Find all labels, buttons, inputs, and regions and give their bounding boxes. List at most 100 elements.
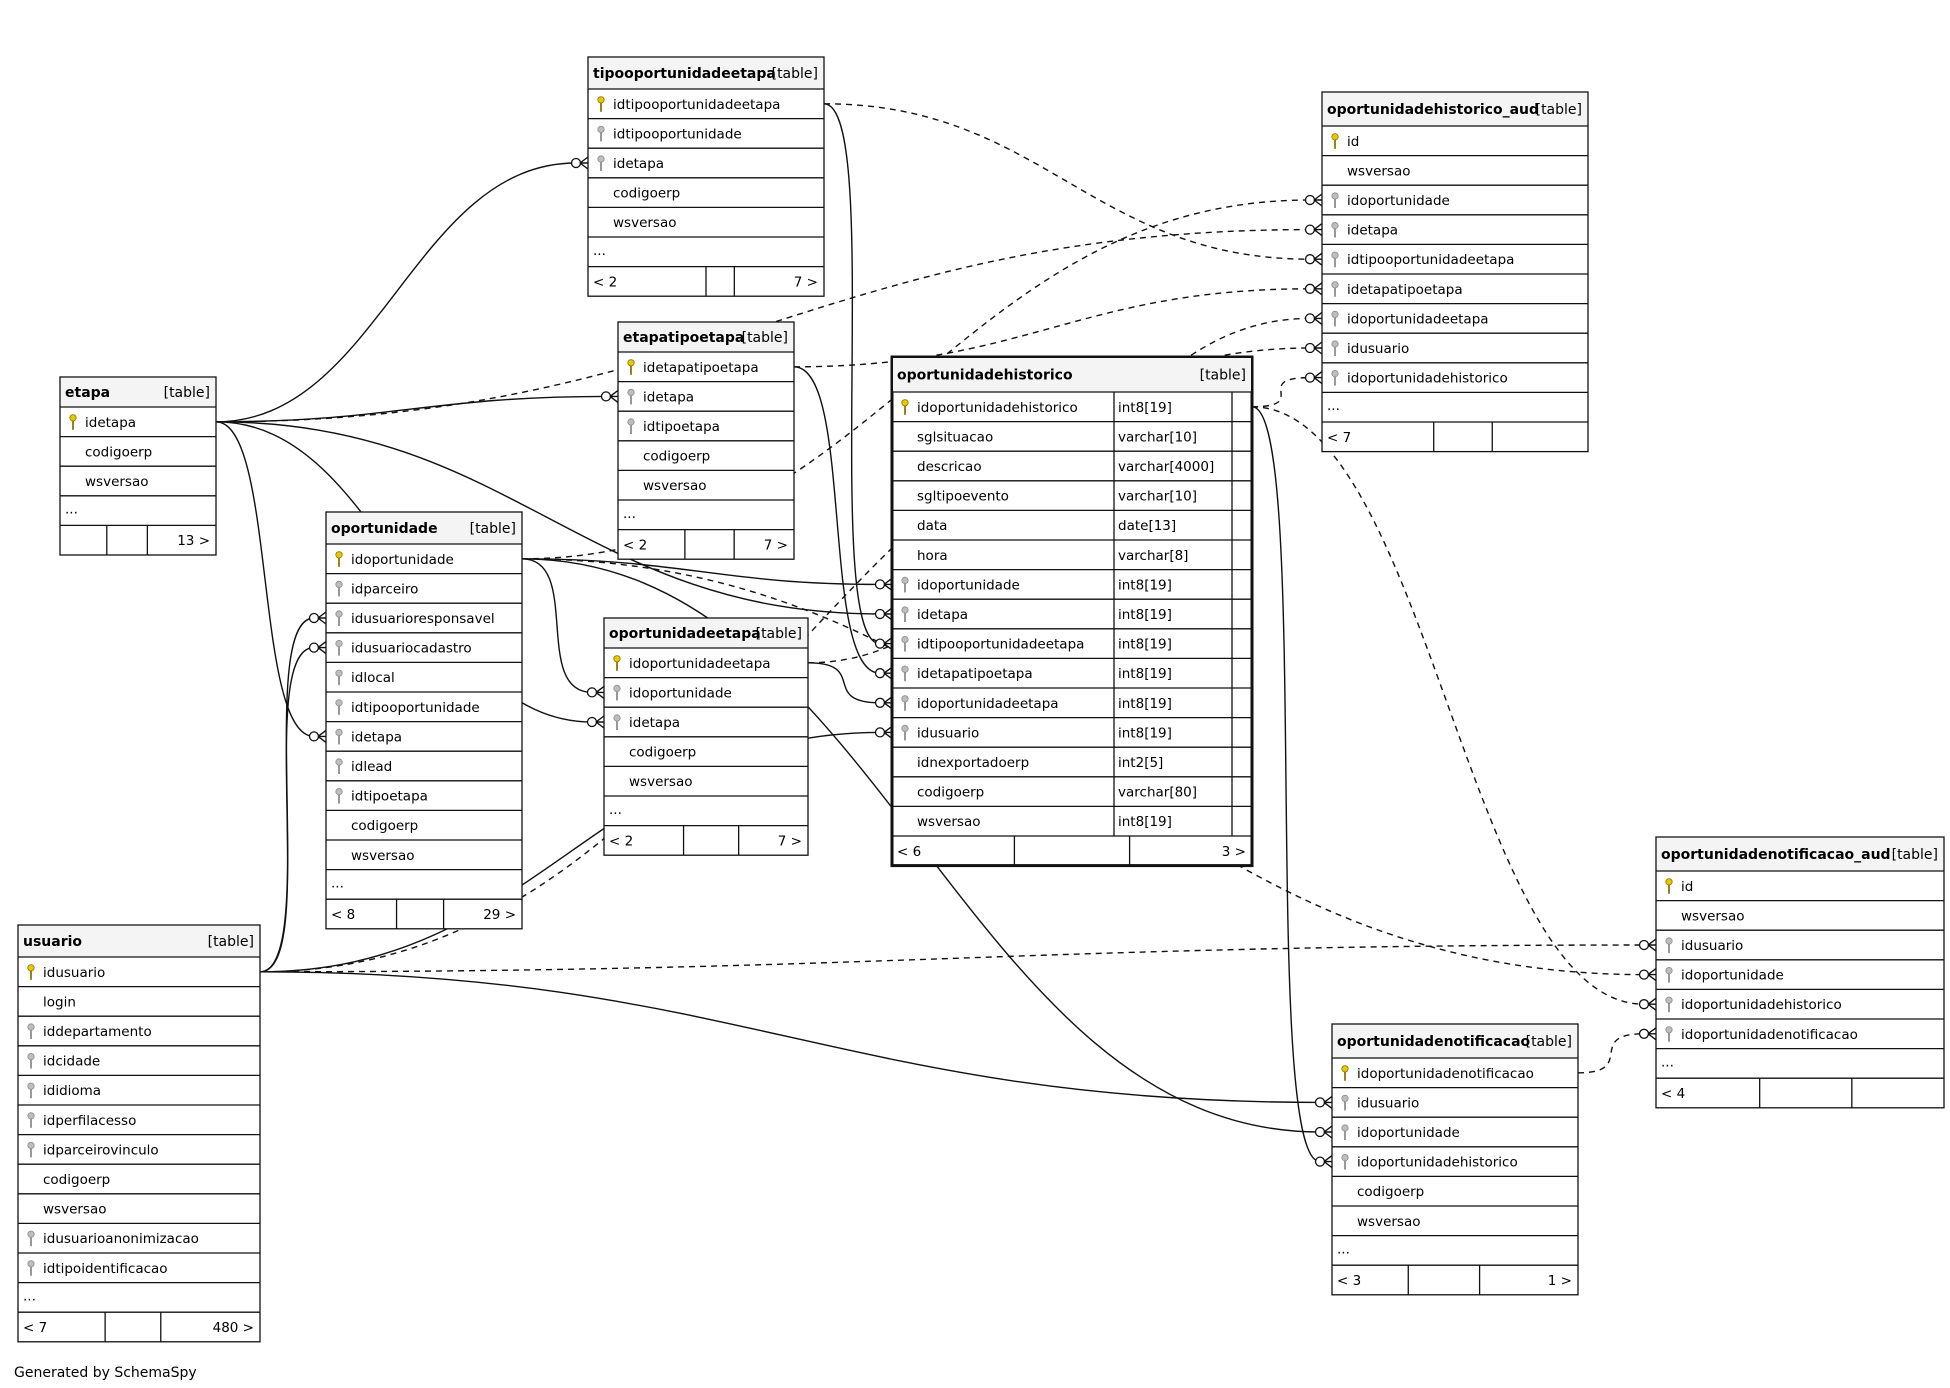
column-row[interactable]: login [18, 985, 260, 1011]
column-row[interactable]: idoportunidadeetapa [613, 655, 771, 672]
column-row[interactable]: idcidade [18, 1045, 260, 1070]
table-oportunidadehistorico[interactable]: oportunidadehistorico[table]idoportunida… [890, 355, 1254, 868]
table-oportunidadenotificacao_aud[interactable]: oportunidadenotificacao_aud[table]idwsve… [1655, 836, 1945, 1109]
column-row[interactable]: idtipooportunidadeetapa [597, 96, 781, 113]
optional-marker [1314, 1156, 1326, 1167]
column-row[interactable]: idoportunidade [604, 676, 808, 702]
column-row[interactable]: idoportunidade [1322, 184, 1588, 209]
column-row[interactable]: idetapa [69, 414, 136, 431]
column-row[interactable]: idtipooportunidade [588, 117, 824, 143]
relationship-edge [1577, 1027, 1657, 1074]
table-kind-label: [table] [742, 330, 788, 346]
table-etapatipoetapa[interactable]: etapatipoetapa[table]idetapatipoetapaide… [617, 321, 795, 560]
column-row[interactable]: idoportunidade [1332, 1116, 1578, 1141]
column-row[interactable]: idtipooportunidadeetapa [1322, 243, 1588, 268]
column-row[interactable]: idtipoetapa [326, 780, 522, 805]
column-row[interactable]: id [1331, 133, 1360, 150]
column-row[interactable]: idetapa [326, 720, 522, 746]
column-row[interactable]: idusuario [1322, 332, 1588, 357]
column-row[interactable]: idlocal [326, 661, 522, 686]
column-row[interactable]: codigoerp [1332, 1175, 1578, 1200]
column-row[interactable]: id [1665, 878, 1694, 895]
column-row[interactable]: iddepartamento [18, 1015, 260, 1040]
column-row[interactable]: idparceirovinculo [18, 1133, 260, 1159]
column-row[interactable]: idlead [326, 750, 522, 775]
table-etapa[interactable]: etapa[table]idetapacodigoerpwsversao...1… [59, 376, 217, 556]
column-row[interactable]: codigoerp [604, 736, 808, 761]
column-row[interactable]: idusuarioresponsavel [326, 602, 522, 627]
column-row[interactable]: idetapa [588, 147, 824, 172]
column-name: idoportunidadeetapa [1347, 311, 1489, 327]
column-row[interactable]: idperfilacesso [18, 1104, 260, 1129]
column-row[interactable]: idoportunidadeetapa [1322, 302, 1588, 328]
column-row[interactable]: idetapatipoetapa [627, 359, 759, 376]
column-row[interactable]: idoportunidade [335, 551, 454, 568]
column-row[interactable]: codigoerp [326, 809, 522, 834]
table-oportunidadehistorico_aud[interactable]: oportunidadehistorico_aud[table]idwsvers… [1321, 91, 1589, 453]
column-row[interactable]: idetapa [618, 380, 794, 406]
column-row[interactable]: codigoerp [18, 1163, 260, 1188]
column-row[interactable]: wsversao [60, 465, 216, 490]
column-row[interactable]: idusuario [1332, 1086, 1578, 1112]
column-row[interactable]: ididioma [18, 1074, 260, 1099]
table-oportunidadeetapa[interactable]: oportunidadeetapa[table]idoportunidadeet… [603, 617, 809, 856]
column-row[interactable]: idoportunidadenotificacao [1656, 1018, 1944, 1043]
table-name: etapa [65, 385, 110, 401]
column-row[interactable]: wsversao [618, 469, 794, 494]
column-row[interactable]: idusuario [1656, 929, 1944, 954]
column-row[interactable]: idtipoetapa [618, 410, 794, 435]
column-row[interactable]: idoportunidadehistorico [1656, 988, 1944, 1013]
column-row[interactable]: wsversao [604, 765, 808, 790]
column-row[interactable]: wsversao [1332, 1205, 1578, 1230]
column-row[interactable]: wsversao [1656, 899, 1944, 925]
column-row[interactable]: wsversao [326, 839, 522, 864]
table-name: oportunidadehistorico_aud [1327, 102, 1539, 118]
table-usuario[interactable]: usuario[table]idusuariologiniddepartamen… [17, 924, 261, 1343]
foreign-key-icon [1665, 966, 1673, 983]
column-name: idoportunidade [917, 577, 1020, 593]
column-row[interactable]: idoportunidade [1656, 959, 1944, 984]
column-row[interactable]: idoportunidadehistorico [1332, 1146, 1578, 1171]
column-row[interactable]: wsversao [18, 1193, 260, 1218]
column-row[interactable]: codigoerp [588, 177, 824, 202]
optional-marker [308, 731, 320, 742]
table-oportunidade[interactable]: oportunidade[table]idoportunidadeidparce… [325, 511, 523, 930]
column-name: idusuario [1681, 938, 1743, 954]
column-row[interactable]: idparceiro [326, 572, 522, 598]
column-name: hora [917, 548, 948, 564]
column-row[interactable]: idusuario [27, 964, 106, 981]
table-tipooportunidadeetapa[interactable]: tipooportunidadeetapa[table]idtipooportu… [587, 56, 825, 297]
column-row[interactable]: idtipooportunidade [326, 691, 522, 716]
table-oportunidadenotificacao[interactable]: oportunidadenotificacao[table]idoportuni… [1331, 1023, 1579, 1296]
optional-marker [1314, 1097, 1326, 1108]
column-row[interactable]: wsversao [1322, 154, 1588, 180]
column-row[interactable]: idtipoidentificacao [18, 1252, 260, 1277]
column-row[interactable]: idoportunidadehistorico [1322, 362, 1588, 387]
column-row[interactable]: codigoerp [618, 440, 794, 465]
column-row[interactable]: idoportunidadenotificacao [1341, 1065, 1534, 1082]
table-name: usuario [23, 934, 82, 950]
column-row[interactable]: idetapa [604, 706, 808, 731]
column-row[interactable]: wsversao [588, 206, 824, 231]
column-row[interactable]: idetapa [1322, 214, 1588, 239]
column-row[interactable]: idusuariocadastro [326, 632, 522, 657]
column-row[interactable]: codigoerp [60, 435, 216, 461]
column-row[interactable]: idusuarioanonimizacao [18, 1222, 260, 1247]
column-row[interactable]: idetapatipoetapa [1322, 273, 1588, 298]
crows-foot-marker [609, 389, 619, 403]
